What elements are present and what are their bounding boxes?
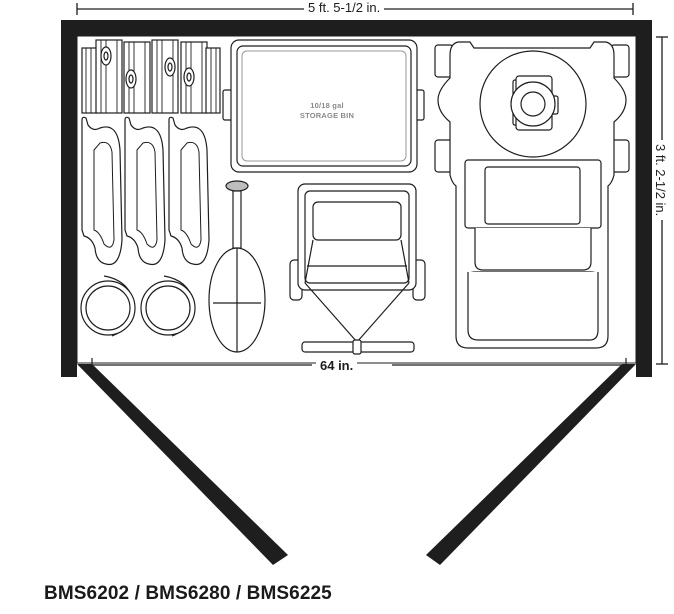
lawn-mower-icon (434, 41, 630, 349)
shovels-icon (81, 116, 210, 266)
storage-bin-title: STORAGE BIN (299, 111, 355, 120)
firewood-icon (81, 39, 221, 114)
width-dimension-label: 5 ft. 5-1/2 in. (304, 1, 385, 15)
door-opening-dimension-label: 64 in. (316, 359, 358, 373)
door-left (77, 364, 288, 565)
door-dimension-line (91, 358, 627, 369)
shovel-2 (124, 116, 166, 266)
storage-bin-label: 10/18 gal STORAGE BIN (262, 101, 392, 121)
wheelbarrow-icon (289, 183, 426, 355)
depth-dimension-label: 3 ft. 2-1/2 in. (653, 140, 668, 221)
paddle-icon (208, 180, 266, 353)
model-numbers-caption: BMS6202 / BMS6280 / BMS6225 (44, 583, 332, 604)
shovel-3 (168, 116, 210, 266)
shovel-1 (81, 116, 123, 266)
storage-bin-icon (222, 39, 425, 173)
paint-cans-icon (80, 275, 196, 337)
shed-walls (61, 20, 652, 377)
door-right (426, 364, 636, 565)
storage-bin-capacity: 10/18 gal (310, 101, 344, 110)
